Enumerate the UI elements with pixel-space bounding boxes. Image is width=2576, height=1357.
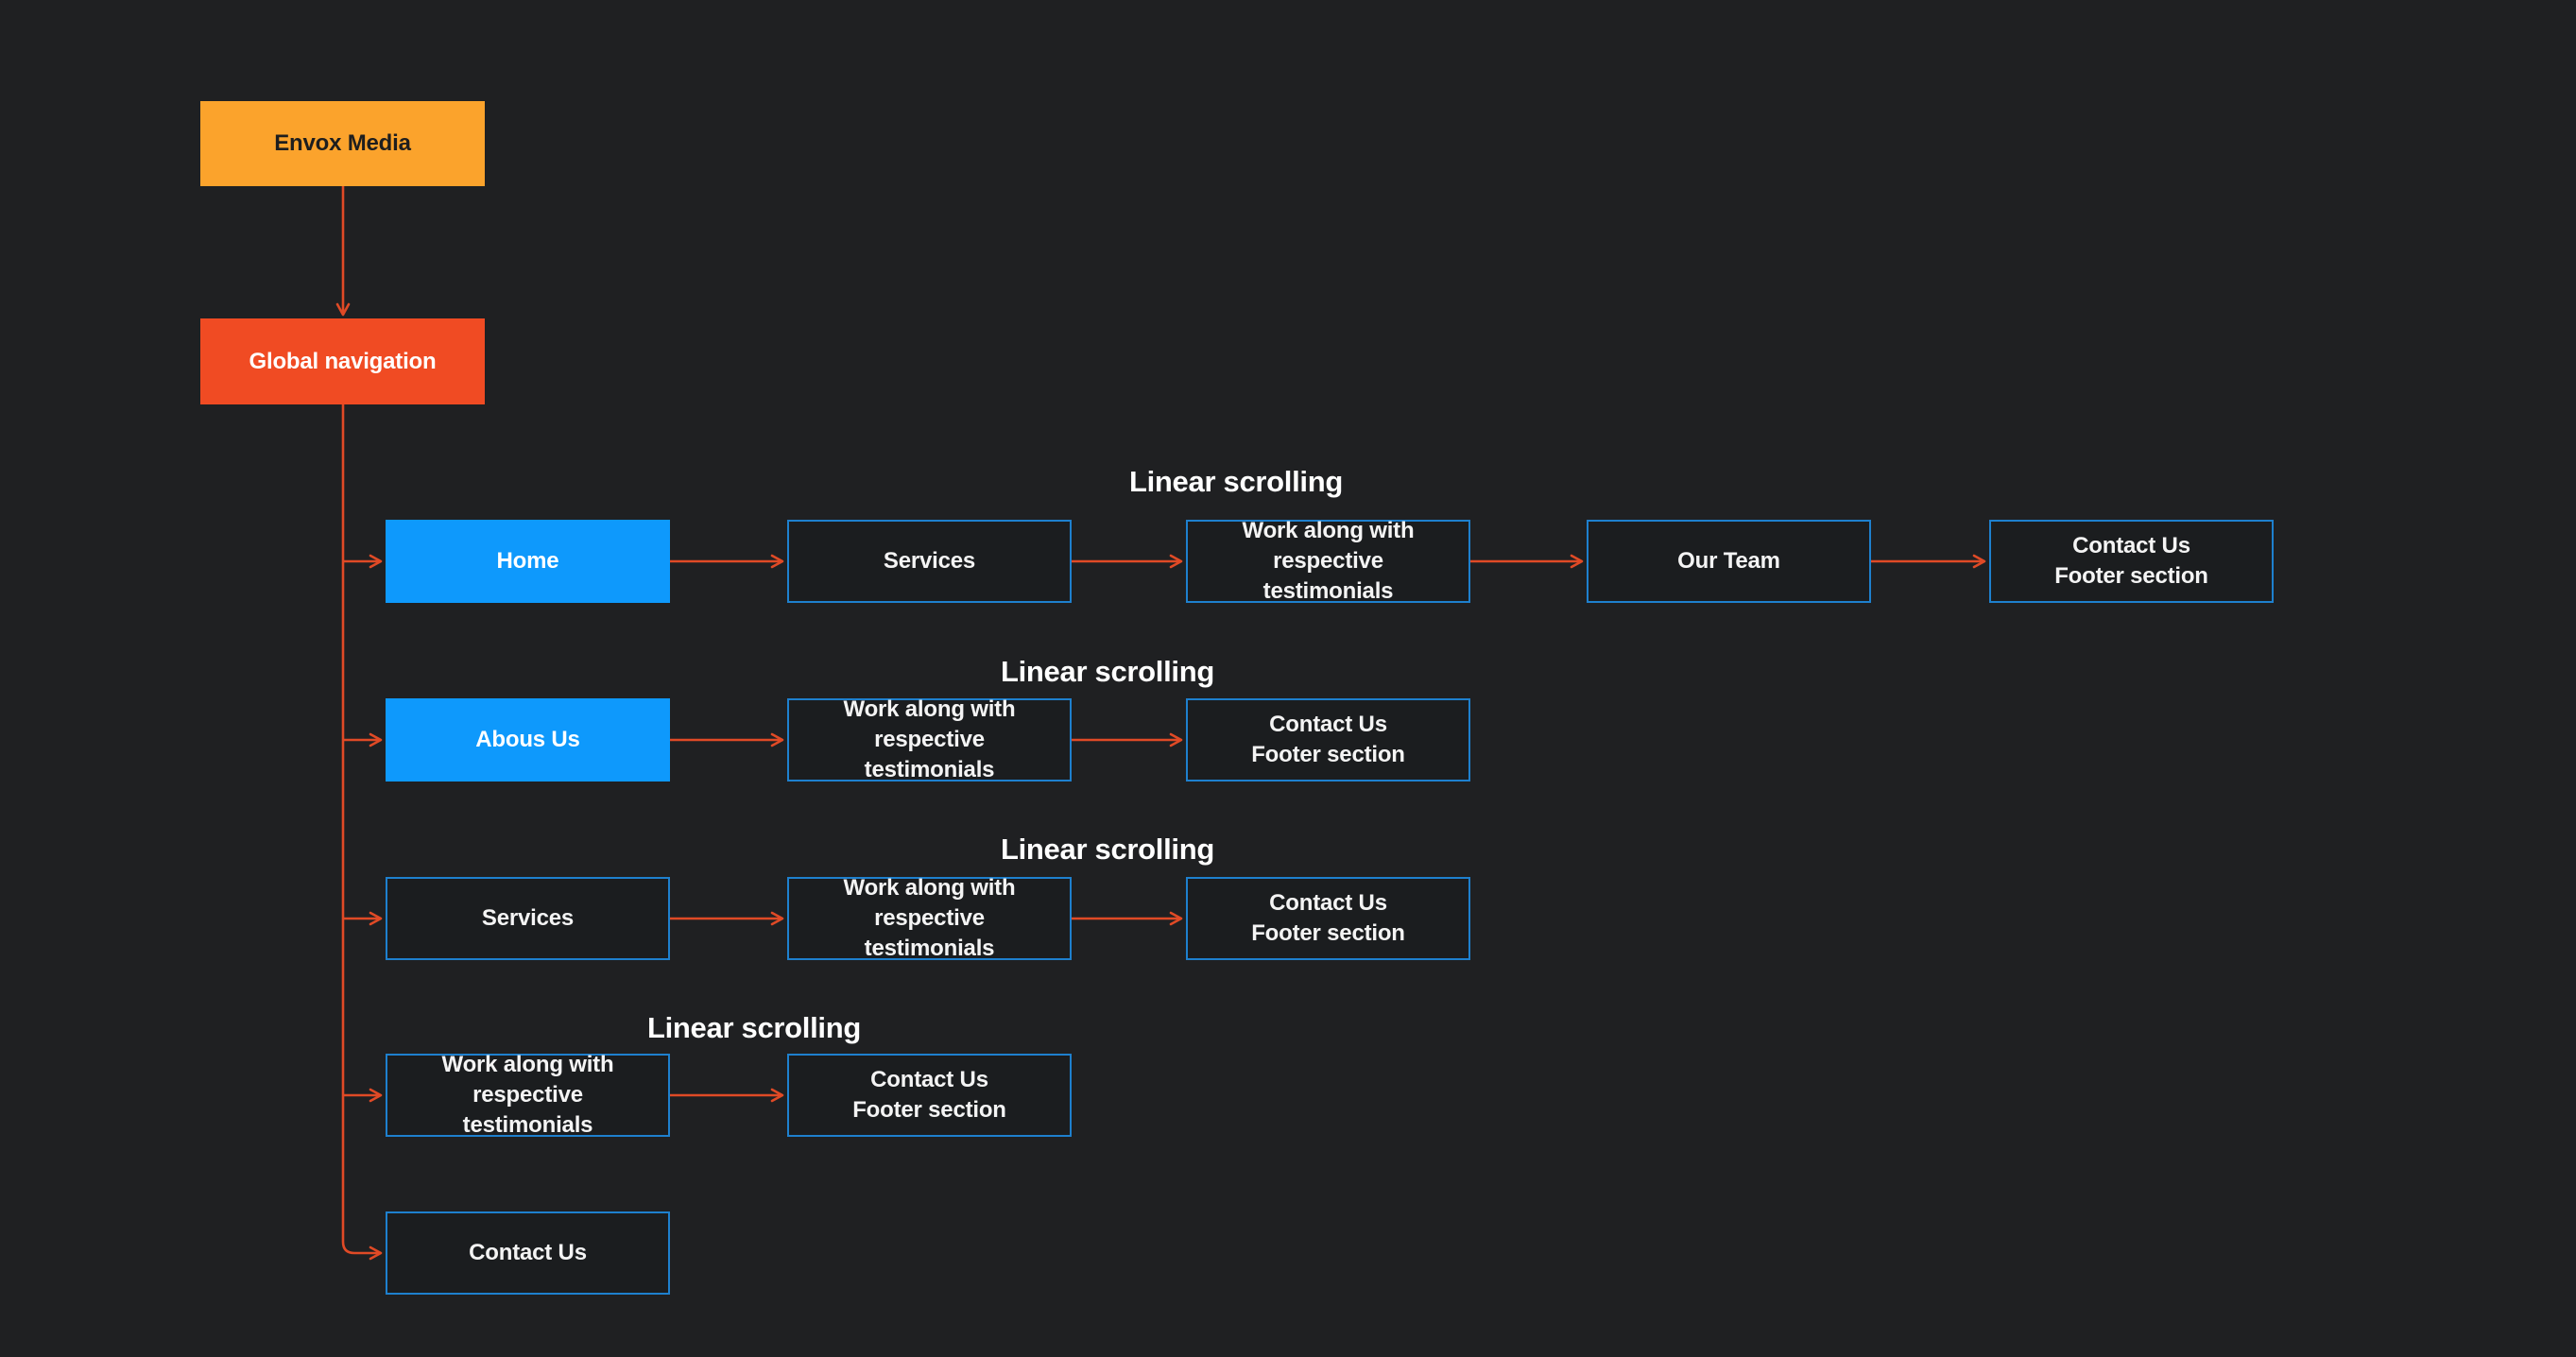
- node-label: Home: [496, 548, 559, 574]
- node-global-navigation[interactable]: Global navigation: [200, 318, 485, 404]
- node-envox-media[interactable]: Envox Media: [200, 101, 485, 186]
- node-work-testimonials-row4[interactable]: Work along with respective testimonials: [386, 1052, 670, 1138]
- node-services-row3[interactable]: Services: [386, 877, 670, 960]
- node-services-row1[interactable]: Services: [787, 520, 1072, 603]
- node-home[interactable]: Home: [386, 520, 670, 603]
- node-label: Our Team: [1677, 548, 1780, 574]
- node-label: Contact Us Footer section: [1251, 712, 1405, 767]
- node-contact-us-row5[interactable]: Contact Us: [386, 1211, 670, 1295]
- node-work-testimonials-row1[interactable]: Work along with respective testimonials: [1186, 518, 1470, 604]
- node-label: Services: [481, 905, 575, 931]
- node-label: Contact Us Footer section: [1251, 890, 1405, 946]
- node-abous-us[interactable]: Abous Us: [386, 698, 670, 782]
- node-label: Contact Us Footer section: [2054, 533, 2208, 589]
- linear-scrolling-title: Linear scrolling: [1128, 465, 1344, 498]
- node-label: Work along with respective testimonials: [1242, 518, 1415, 604]
- linear-scrolling-title: Linear scrolling: [646, 1011, 862, 1044]
- node-contact-footer-row3[interactable]: Contact Us Footer section: [1186, 877, 1470, 960]
- node-label: Work along with respective testimonials: [843, 696, 1016, 782]
- connector-arrow: [341, 404, 383, 1261]
- node-contact-footer-row2[interactable]: Contact Us Footer section: [1186, 698, 1470, 782]
- node-work-testimonials-row2[interactable]: Work along with respective testimonials: [787, 696, 1072, 782]
- linear-scrolling-title: Linear scrolling: [1000, 655, 1215, 688]
- node-label: Services: [883, 548, 976, 574]
- node-label: Work along with respective testimonials: [441, 1052, 614, 1138]
- node-contact-footer-row4[interactable]: Contact Us Footer section: [787, 1054, 1072, 1137]
- node-label: Contact Us: [469, 1240, 587, 1265]
- linear-scrolling-title: Linear scrolling: [1000, 833, 1215, 866]
- node-our-team[interactable]: Our Team: [1587, 520, 1871, 603]
- node-label: Envox Media: [274, 130, 411, 156]
- node-label: Global navigation: [249, 348, 437, 374]
- node-label: Work along with respective testimonials: [843, 875, 1016, 961]
- node-label: Contact Us Footer section: [852, 1067, 1006, 1123]
- node-work-testimonials-row3[interactable]: Work along with respective testimonials: [787, 875, 1072, 961]
- node-label: Abous Us: [475, 727, 580, 752]
- node-contact-footer-row1[interactable]: Contact Us Footer section: [1989, 520, 2274, 603]
